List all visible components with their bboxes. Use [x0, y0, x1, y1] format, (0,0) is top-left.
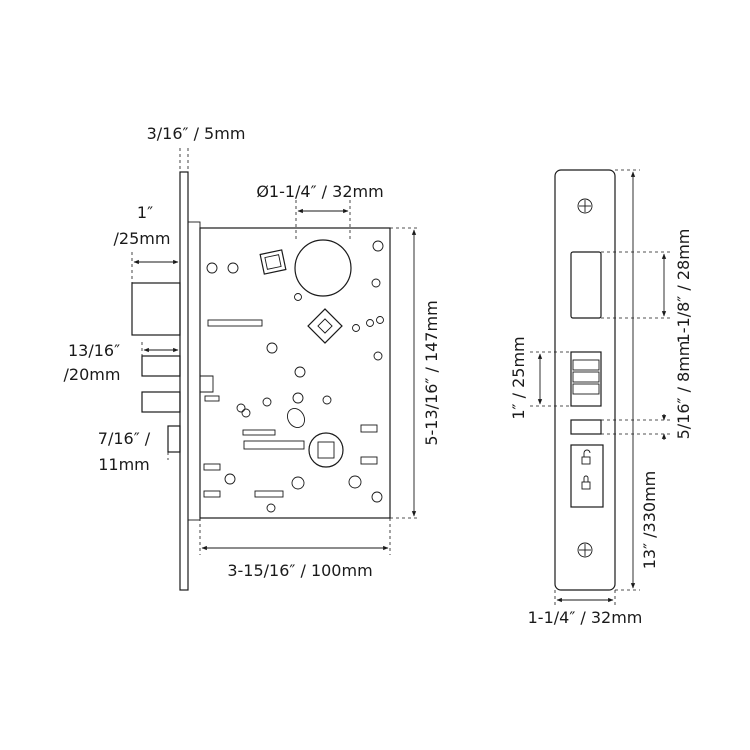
- side-aux-latch: [167, 425, 181, 453]
- latch-height-label: 1″ / 25mm: [509, 336, 528, 419]
- case-slot-upper: [207, 319, 263, 327]
- side-faceplate: [179, 171, 189, 591]
- plate-width-label: 1-1/4″ / 32mm: [528, 608, 643, 627]
- latch-throw-label-1: 1″: [137, 203, 153, 222]
- case-slot-mid: [242, 429, 276, 436]
- screw-bottom: [577, 542, 593, 558]
- deadbolt-throw-label-1: 13/16″: [68, 341, 120, 360]
- lower-hub: [308, 432, 344, 468]
- cylinder-cam: [307, 308, 343, 344]
- case-holes: [206, 240, 384, 513]
- indicator-window: [570, 444, 604, 508]
- hub-lever-block: [259, 249, 287, 275]
- side-view: 3/16″ / 5mm 1″ /25mm 13/16″ /20mm 7/16″ …: [64, 124, 246, 591]
- front-faceplate: [554, 169, 616, 591]
- aux-height-label: 5/16″ / 8mm: [674, 341, 693, 440]
- unlock-icon: [581, 449, 591, 465]
- case-view: Ø1-1/4″ / 32mm 5-13/16″ / 147mm 3-15/16″…: [199, 182, 441, 580]
- screw-top: [577, 198, 593, 214]
- faceplate-view: 1-1/8″ / 28mm 1″ / 25mm 5/16″ / 8mm 13″ …: [509, 169, 693, 627]
- hub-diameter-label: Ø1-1/4″ / 32mm: [256, 182, 383, 201]
- latch-opening: [570, 351, 602, 407]
- side-latch-bolt: [131, 282, 181, 336]
- side-deadbolt-lower: [141, 391, 181, 413]
- aux-throw-label-1: 7/16″ /: [98, 429, 151, 448]
- latch-throw-label-2: /25mm: [114, 229, 171, 248]
- plate-length-label: 13″ /330mm: [640, 471, 659, 570]
- side-deadbolt-upper: [141, 355, 181, 377]
- backset-label: 3-15/16″ / 100mm: [227, 561, 372, 580]
- plate-thickness-label: 3/16″ / 5mm: [147, 124, 246, 143]
- lock-icon: [581, 475, 591, 490]
- lock-case-body: [199, 227, 391, 519]
- knob-hub: [294, 239, 352, 297]
- case-height-label: 5-13/16″ / 147mm: [422, 300, 441, 445]
- aux-opening: [570, 419, 602, 435]
- deadbolt-opening: [570, 251, 602, 319]
- case-slot-long: [243, 440, 305, 450]
- deadbolt-height-label: 1-1/8″ / 28mm: [674, 229, 693, 344]
- deadbolt-throw-label-2: /20mm: [64, 365, 121, 384]
- side-case-edge: [187, 221, 201, 521]
- aux-throw-label-2: 11mm: [98, 455, 150, 474]
